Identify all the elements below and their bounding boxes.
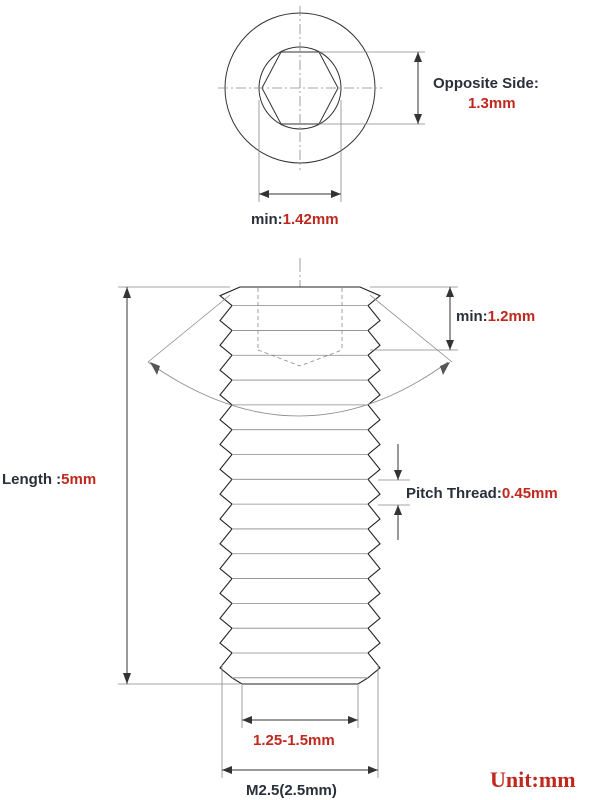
arrow-length-up-icon: [123, 287, 131, 298]
arrow-socket-up-icon: [446, 287, 454, 297]
unit-label: Unit:mm: [490, 767, 576, 792]
arrow-down-icon: [414, 114, 422, 124]
tip-diameter-label: 1.25-1.5mm: [253, 732, 335, 749]
pitch-label: Pitch Thread:0.45mm: [406, 485, 558, 502]
arrow-major-right-icon: [368, 766, 378, 774]
opposite-side-value: 1.3mm: [468, 95, 516, 112]
angle-line-right: [369, 294, 453, 363]
socket-cone: [257, 349, 343, 367]
arrow-length-down-icon: [123, 673, 131, 684]
angle-arc: [147, 361, 449, 417]
arrow-pitch-down-icon: [394, 470, 402, 480]
arrow-tip-right-icon: [348, 716, 358, 724]
arrow-socket-down-icon: [446, 340, 454, 350]
arrow-pitch-up-icon: [394, 505, 402, 515]
thread-profile: [218, 286, 382, 685]
arrow-arc-left-icon: [150, 362, 160, 375]
major-diameter-label: M2.5(2.5mm): [246, 782, 337, 799]
top-view: [218, 6, 425, 202]
opposite-side-label: Opposite Side:: [433, 75, 539, 92]
arrow-right-icon: [331, 190, 341, 198]
arrow-arc-right-icon: [440, 362, 450, 375]
length-label: Length :5mm: [2, 471, 96, 488]
arrow-left-icon: [259, 190, 269, 198]
side-view: [118, 258, 458, 778]
arrow-tip-left-icon: [242, 716, 252, 724]
arrow-up-icon: [414, 52, 422, 62]
angle-line-left: [147, 294, 231, 363]
head-min-label: min:1.42mm: [251, 211, 339, 228]
socket-min-label: min:1.2mm: [456, 308, 535, 325]
thread-body: [218, 286, 382, 685]
arrow-major-left-icon: [222, 766, 232, 774]
